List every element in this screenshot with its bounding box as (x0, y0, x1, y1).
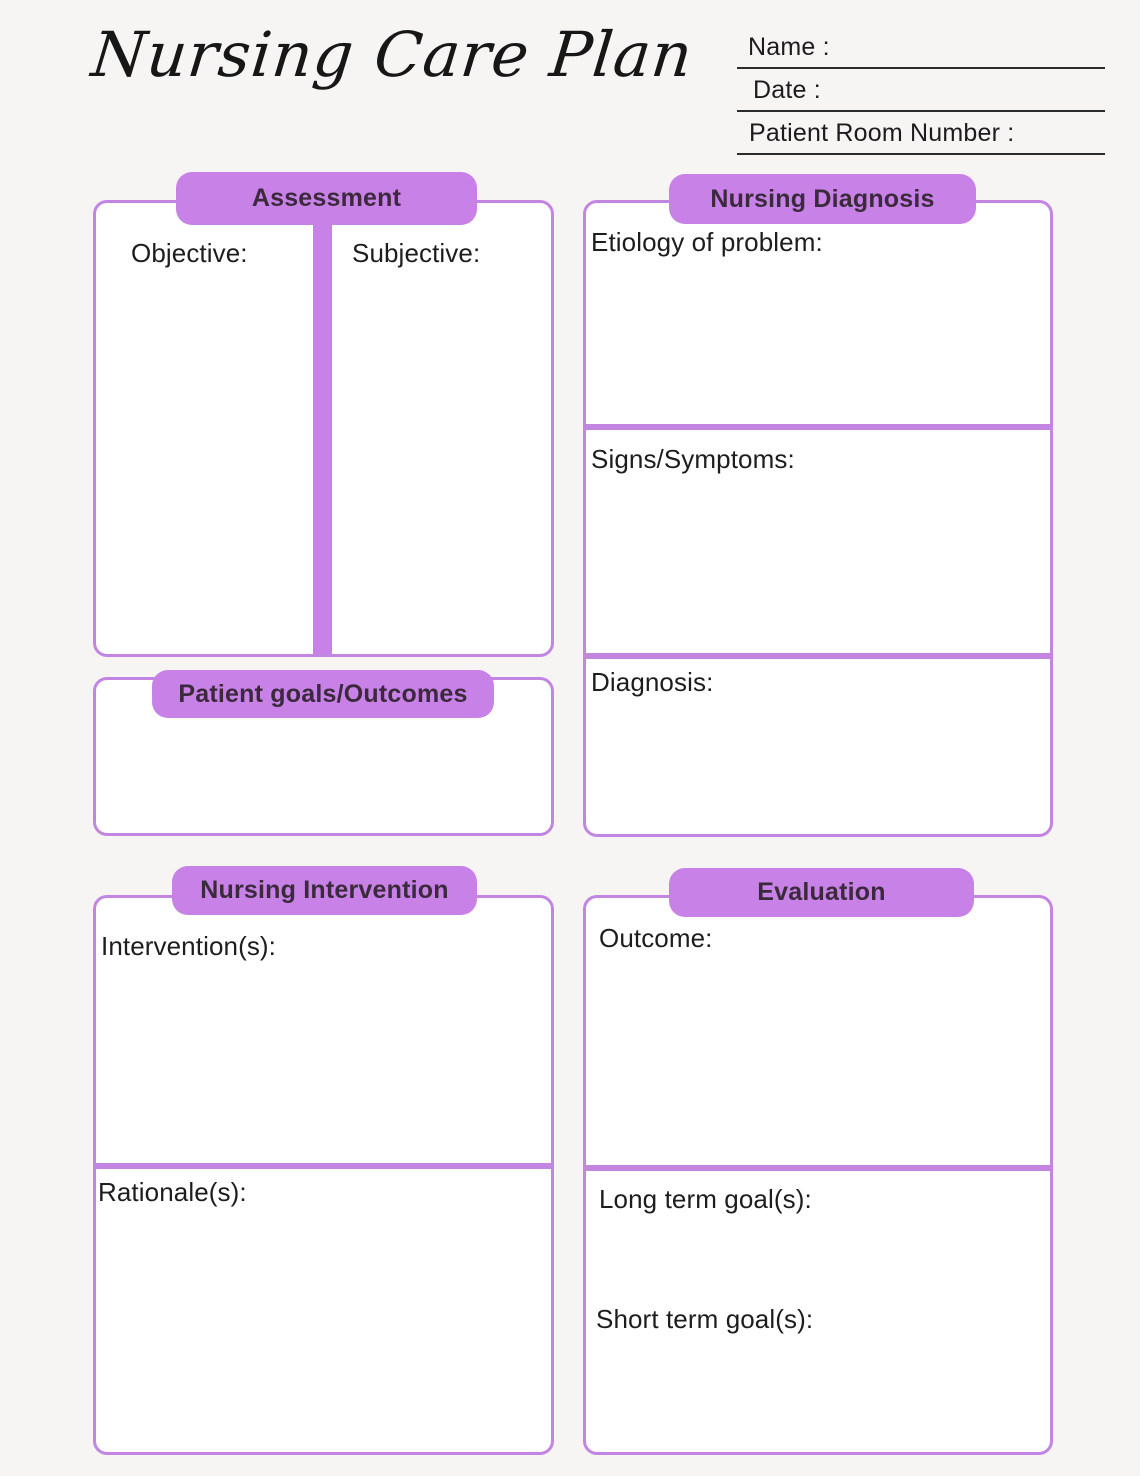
evaluation-short-term-goals-label: Short term goal(s): (596, 1304, 814, 1334)
header-fields: Name : Date : Patient Room Number : (737, 26, 1105, 155)
patient-goals-outcomes-title-pill: Patient goals/Outcomes (152, 670, 494, 718)
header-field-name-label: Name : (748, 33, 830, 61)
nursing-intervention-interventions-label: Intervention(s): (101, 931, 277, 961)
assessment-column-divider (313, 203, 332, 654)
evaluation-long-term-goals-label: Long term goal(s): (599, 1184, 812, 1214)
nursing-intervention-divider (96, 1163, 551, 1169)
nursing-diagnosis-title-pill: Nursing Diagnosis (669, 174, 976, 224)
header-field-patient-room-number[interactable]: Patient Room Number : (737, 112, 1105, 155)
nursing-diagnosis-divider-etiology-signs (586, 424, 1050, 430)
assessment-subjective-label: Subjective: (352, 238, 481, 268)
nursing-intervention-title-pill: Nursing Intervention (172, 866, 477, 915)
assessment-objective-label: Objective: (131, 238, 248, 268)
nursing-diagnosis-card (583, 200, 1053, 837)
nursing-intervention-rationales-label: Rationale(s): (98, 1177, 247, 1207)
nursing-intervention-card (93, 895, 554, 1455)
nursing-diagnosis-diagnosis-label: Diagnosis: (591, 667, 714, 697)
page-title: Nursing Care Plan (88, 18, 697, 91)
evaluation-title-pill: Evaluation (669, 868, 974, 917)
evaluation-card (583, 895, 1053, 1455)
nursing-diagnosis-signs-symptoms-label: Signs/Symptoms: (591, 444, 795, 474)
evaluation-divider (586, 1165, 1050, 1171)
nursing-diagnosis-divider-signs-diagnosis (586, 653, 1050, 659)
header-field-date-label: Date : (753, 76, 821, 104)
evaluation-outcome-label: Outcome: (599, 923, 713, 953)
header-field-date[interactable]: Date : (737, 69, 1105, 112)
header-field-patient-room-number-label: Patient Room Number : (749, 119, 1015, 147)
assessment-title-pill: Assessment (176, 172, 477, 225)
nursing-diagnosis-etiology-label: Etiology of problem: (591, 227, 823, 257)
header-field-name[interactable]: Name : (737, 26, 1105, 69)
